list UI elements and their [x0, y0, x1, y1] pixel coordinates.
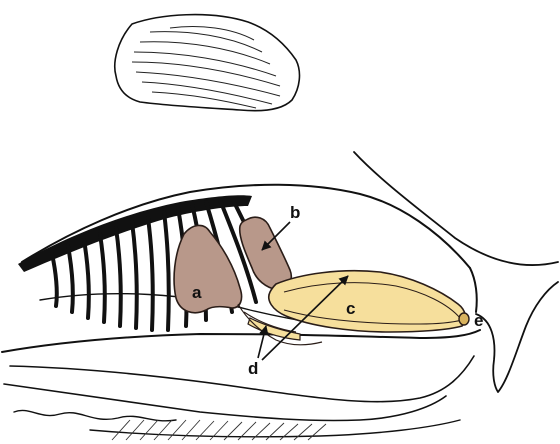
label-e: e	[474, 311, 483, 330]
duct-tip-e	[459, 313, 469, 325]
label-b: b	[290, 203, 300, 222]
lower-jaw-outer	[2, 330, 480, 352]
gland-a	[174, 225, 242, 312]
upper-plate	[115, 15, 300, 111]
duct-d-fill	[248, 318, 300, 340]
upper-plate-striations	[132, 27, 280, 109]
baleen-plates	[18, 195, 276, 330]
dorsal-curve	[354, 152, 558, 265]
fin-notch	[476, 282, 558, 392]
label-c: c	[346, 299, 355, 318]
lip-curve	[470, 268, 477, 312]
upper-plate-outline	[115, 15, 300, 111]
bottom-wave	[14, 410, 176, 420]
duct-c	[269, 271, 469, 332]
label-a: a	[192, 283, 202, 302]
label-d: d	[248, 359, 258, 378]
